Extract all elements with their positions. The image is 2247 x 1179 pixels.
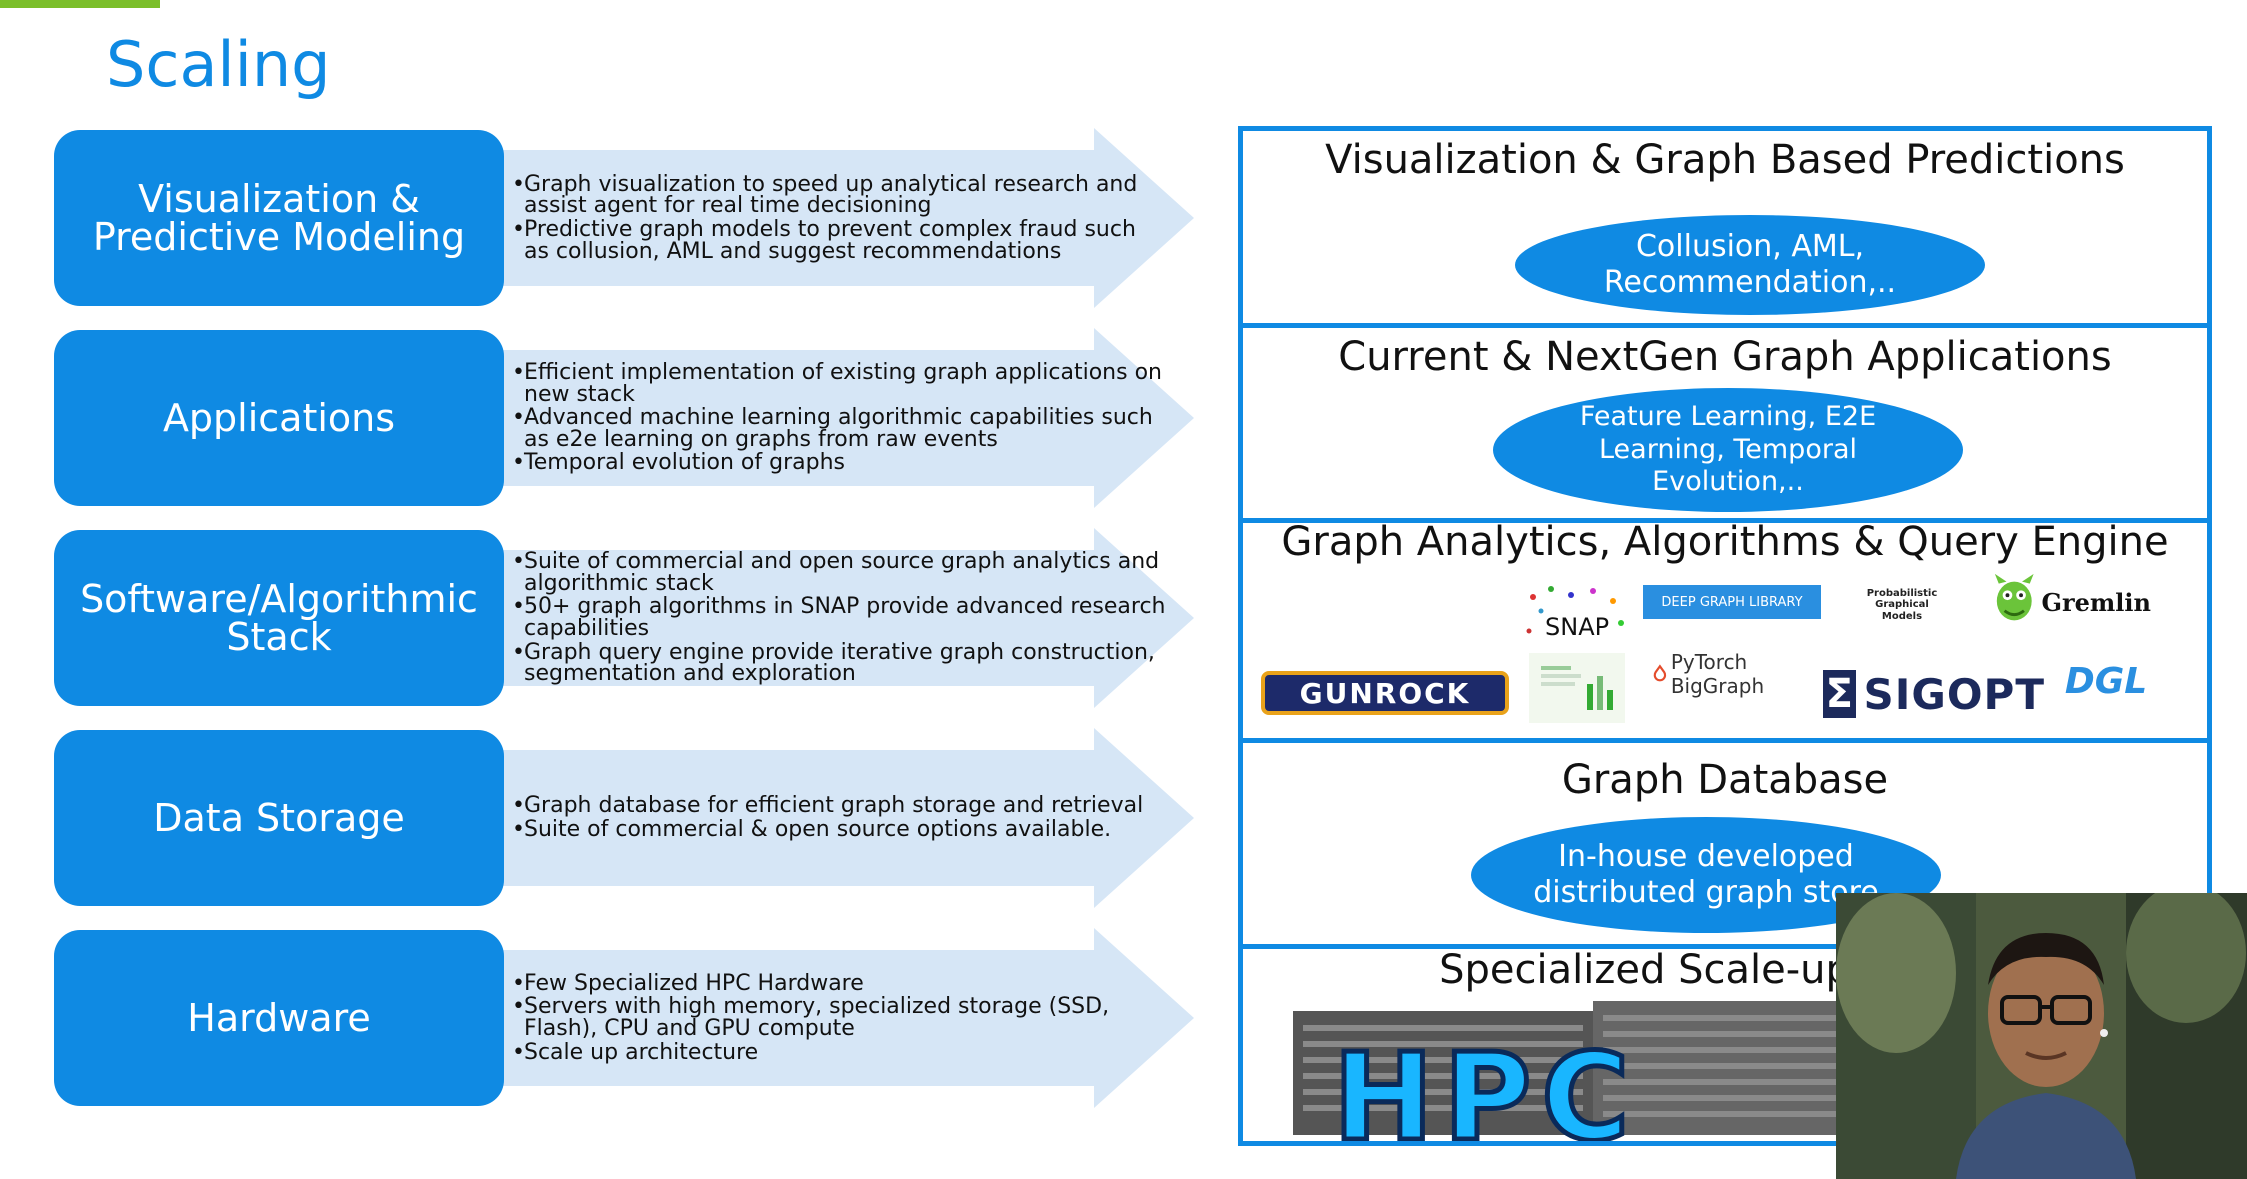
dgl-logo: DGL	[2051, 659, 2161, 703]
row-bullets: Graph visualization to speed up analytic…	[506, 128, 1166, 308]
gremlin-logo: Gremlin	[1991, 571, 2151, 633]
bullet-item: Graph visualization to speed up analytic…	[512, 173, 1166, 217]
presenter-video[interactable]	[1836, 893, 2247, 1179]
snap-dots-icon	[1526, 586, 1624, 634]
bullet-item: Suite of commercial and open source grap…	[512, 551, 1166, 595]
layer-graph-database: Graph Database In-house developed distri…	[1243, 743, 2207, 949]
bullet-item: Temporal evolution of graphs	[512, 452, 1166, 474]
bullet-item: Graph query engine provide iterative gra…	[512, 641, 1166, 685]
layer-title: Visualization & Graph Based Predictions	[1325, 137, 2125, 183]
sigma-icon: Σ	[1823, 670, 1856, 718]
paper-chart-icon	[1541, 666, 1613, 710]
bullet-item: Graph database for efficient graph stora…	[512, 795, 1166, 817]
row-bullets: Efficient implementation of existing gra…	[506, 328, 1166, 508]
row-label: Data Storage	[54, 730, 504, 906]
row-applications: Applications Efficient implementation of…	[54, 328, 1194, 508]
row-bullets: Few Specialized HPC Hardware Servers wit…	[506, 928, 1166, 1108]
row-label: Software/Algorithmic Stack	[54, 530, 504, 706]
layer-applications: Current & NextGen Graph Applications Fea…	[1243, 328, 2207, 523]
row-software-stack: Software/Algorithmic Stack Suite of comm…	[54, 528, 1194, 708]
sigopt-logo: Σ SIGOPT	[1823, 663, 2045, 725]
presenter-webcam-image	[1836, 893, 2247, 1179]
dgl-logo-text: DGL	[2064, 660, 2148, 702]
layer-title: Graph Analytics, Algorithms & Query Engi…	[1281, 519, 2169, 565]
pytorch-logo-text: PyTorch BigGraph	[1670, 650, 1765, 698]
layer-visualization: Visualization & Graph Based Predictions …	[1243, 131, 2207, 328]
pytorch-biggraph-logo: PyTorch BigGraph	[1653, 650, 1823, 698]
bullet-item: Efficient implementation of existing gra…	[512, 362, 1166, 406]
bullet-item: Suite of commercial & open source option…	[512, 819, 1166, 841]
bullet-item: Advanced machine learning algorithmic ca…	[512, 407, 1166, 451]
bullet-item: Predictive graph models to prevent compl…	[512, 218, 1166, 262]
row-label: Applications	[54, 330, 504, 506]
pgm-logo: Probabilistic Graphical Models	[1866, 587, 1938, 622]
snap-logo-text: SNAP	[1545, 613, 1610, 641]
gunrock-logo: GUNROCK	[1261, 671, 1509, 715]
slide-title: Scaling	[106, 28, 331, 101]
row-visualization: Visualization & Predictive Modeling Grap…	[54, 128, 1194, 308]
bullet-item: Servers with high memory, specialized st…	[512, 996, 1166, 1040]
row-data-storage: Data Storage Graph database for efficien…	[54, 728, 1194, 908]
gremlin-logo-text: Gremlin	[2041, 587, 2152, 617]
layer-title: Current & NextGen Graph Applications	[1338, 334, 2112, 380]
bullet-item: 50+ graph algorithms in SNAP provide adv…	[512, 596, 1166, 640]
pytorch-flame-icon	[1653, 664, 1667, 682]
bullet-item: Scale up architecture	[512, 1041, 1166, 1064]
layer-analytics: Graph Analytics, Algorithms & Query Engi…	[1243, 519, 2207, 743]
row-hardware: Hardware Few Specialized HPC Hardware Se…	[54, 928, 1194, 1108]
layer-ellipse: In-house developed distributed graph sto…	[1471, 817, 1941, 933]
row-bullets: Suite of commercial and open source grap…	[506, 528, 1166, 708]
row-bullets: Graph database for efficient graph stora…	[506, 728, 1166, 908]
dgl-library-logo: DEEP GRAPH LIBRARY	[1643, 585, 1821, 619]
hpc-text: HPC	[1330, 1027, 1640, 1142]
snap-logo: SNAP	[1521, 583, 1631, 653]
top-accent-bar	[0, 0, 160, 8]
layer-ellipse: Collusion, AML, Recommendation,..	[1515, 215, 1985, 315]
layer-ellipse: Feature Learning, E2E Learning, Temporal…	[1493, 388, 1963, 512]
layer-title: Specialized Scale-up	[1439, 949, 1851, 993]
paper-thumbnail-logo	[1529, 653, 1625, 723]
row-label: Hardware	[54, 930, 504, 1106]
layer-title: Graph Database	[1561, 757, 1889, 803]
bullet-item: Few Specialized HPC Hardware	[512, 973, 1166, 995]
gremlin-icon	[1994, 573, 2034, 621]
row-label: Visualization & Predictive Modeling	[54, 130, 504, 306]
sigopt-logo-text: SIGOPT	[1863, 669, 2045, 719]
